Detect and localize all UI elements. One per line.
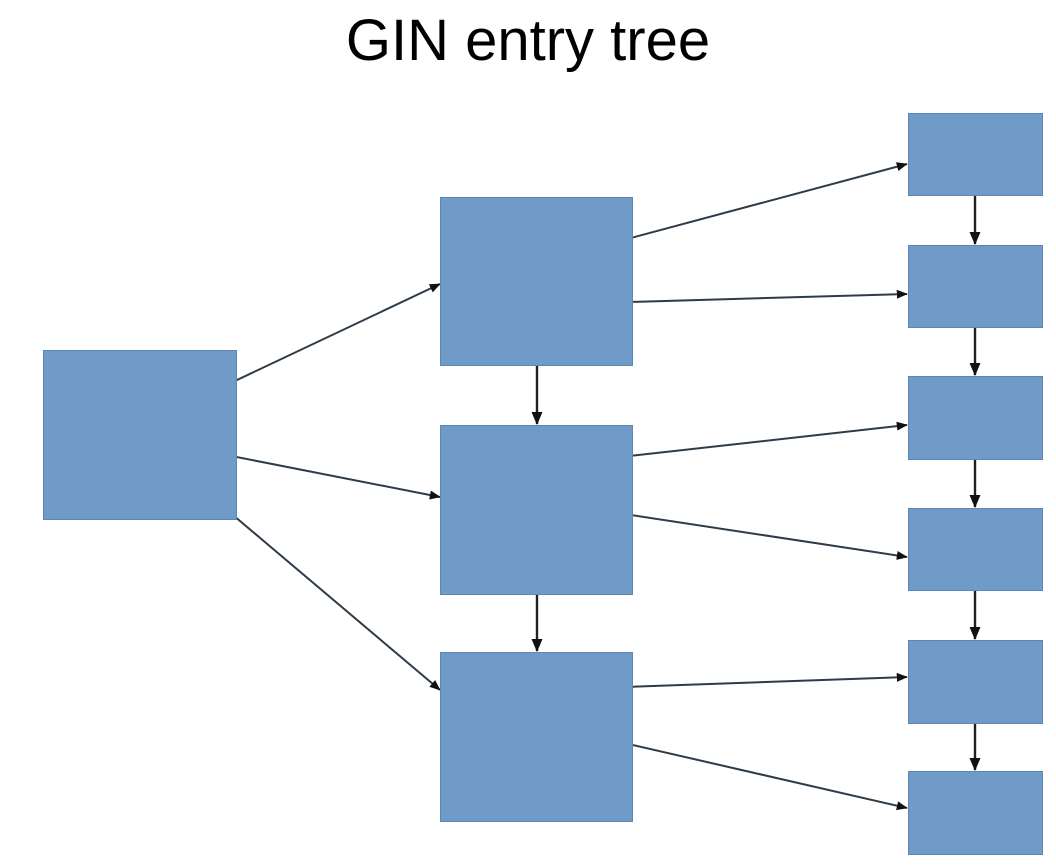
node-internal-3[interactable] [440,652,633,822]
node-leaf-4[interactable] [908,508,1043,591]
edge-internal3-leaf6 [597,736,908,811]
page-title: GIN entry tree [345,8,711,73]
node-leaf-6[interactable] [908,771,1043,855]
edge-internal2-leaf3 [584,421,908,462]
node-leaf-1[interactable] [908,113,1043,196]
node-leaf-2[interactable] [908,245,1043,328]
edge-internal3-leaf5 [597,672,908,689]
node-root[interactable] [43,350,237,520]
edge-internal2-leaf4 [584,507,908,560]
node-internal-2[interactable] [440,425,633,595]
node-leaf-3[interactable] [908,376,1043,460]
node-internal-1[interactable] [440,197,633,366]
node-leaf-5[interactable] [908,640,1043,724]
